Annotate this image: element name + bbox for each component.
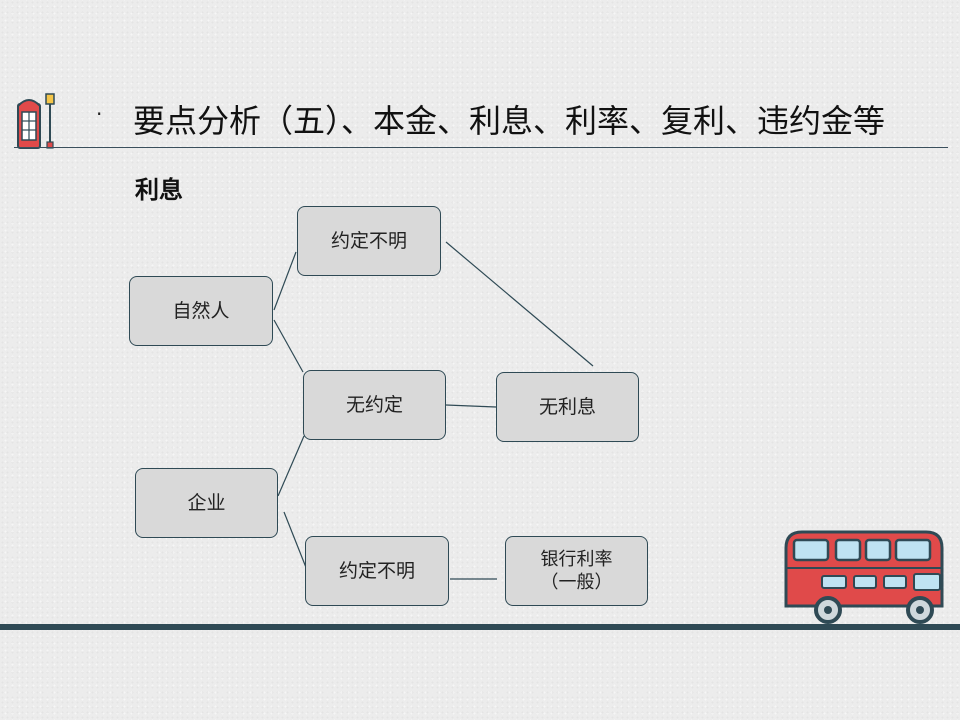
node-yuedingbuming-bottom: 约定不明 xyxy=(305,536,449,606)
node-wuyueding: 无约定 xyxy=(303,370,446,440)
node-yuedingbuming-top: 约定不明 xyxy=(297,206,441,276)
edge-wuyueding-wulixi xyxy=(445,404,497,408)
page-title: 要点分析（五）、本金、利息、利率、复利、违约金等 xyxy=(133,102,886,140)
bottom-accent-bar xyxy=(0,624,960,630)
node-qiye: 企业 xyxy=(135,468,278,538)
title-bullet: · xyxy=(96,102,103,126)
edge-qiye-yuedingbuming-bottom xyxy=(283,511,308,571)
edge-yuedingbuming-top-wulixi xyxy=(445,241,594,367)
edge-ziranren-wuyueding xyxy=(273,319,304,373)
edge-qiye-wuyueding xyxy=(277,435,305,497)
node-wulixi: 无利息 xyxy=(496,372,639,442)
node-yinhanglilv: 银行利率 （一般） xyxy=(505,536,648,606)
phone-booth-icon xyxy=(17,93,55,149)
double-decker-bus-icon xyxy=(784,530,944,624)
node-ziranren: 自然人 xyxy=(129,276,273,346)
edge-ziranren-yuedingbuming-top xyxy=(273,251,297,311)
section-subtitle: 利息 xyxy=(135,176,183,204)
header-divider xyxy=(14,147,948,148)
